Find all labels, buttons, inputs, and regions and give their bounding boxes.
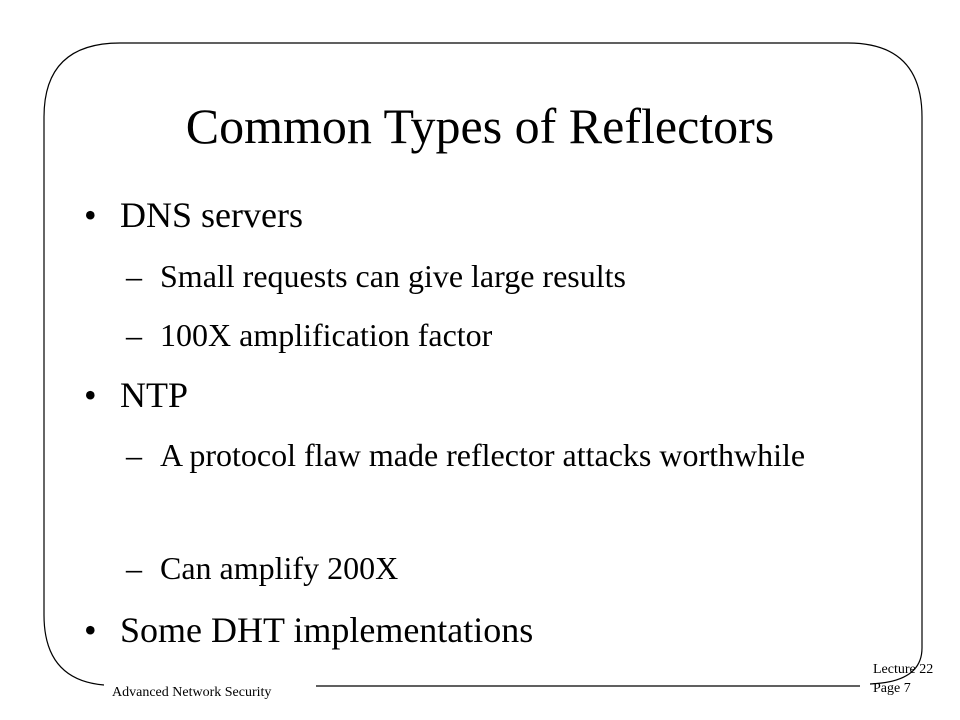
dash-marker: – [126,437,142,473]
footer-page-number: Page 7 [873,681,911,696]
sub-bullet-text: 100X amplification factor [160,317,493,353]
bullet-text: Some DHT implementations [120,610,534,650]
footer-course-name: Advanced Network Security [112,685,272,700]
sub-bullet-text: Small requests can give large results [160,258,626,294]
footer-lecture-number: Lecture 22 [873,662,934,677]
slide-title: Common Types of Reflectors [185,98,775,154]
bullet-marker: • [84,375,97,415]
bullet-marker: • [84,610,97,650]
dash-marker: – [126,258,142,294]
bullet-text: DNS servers [120,195,303,235]
dash-marker: – [126,550,142,586]
sub-bullet-text: A protocol flaw made reflector attacks w… [160,437,806,473]
sub-bullet-text: Can amplify 200X [160,550,399,586]
bullet-text: NTP [120,375,189,415]
footer-lecture-page: Lecture 22 Page 7 [873,660,933,698]
bullet-marker: • [84,195,97,235]
dash-marker: – [126,317,142,353]
